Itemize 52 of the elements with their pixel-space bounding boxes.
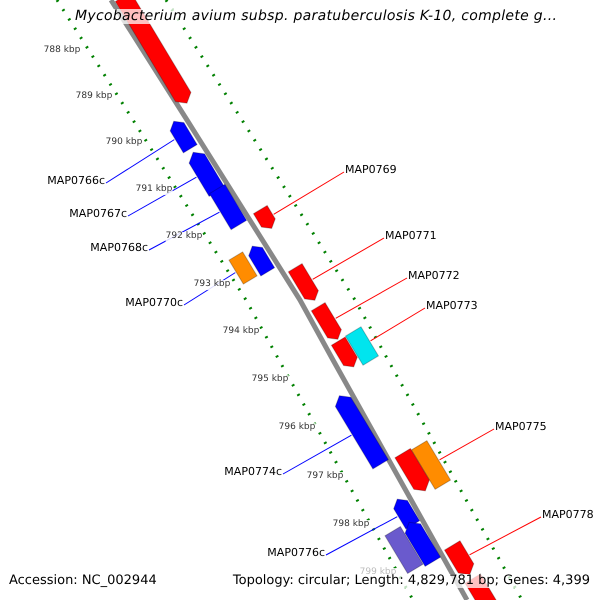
scale-label: 798 kbp [332,520,370,530]
gene-feature [444,540,474,576]
scale-label: 790 kbp [106,138,142,148]
gene-label: MAP0776c [267,546,325,560]
leader-line [282,434,352,474]
leader-line [106,139,175,184]
scale-label: 789 kbp [76,92,112,102]
scale-label: 793 kbp [194,280,230,290]
gene-label: MAP0767c [69,208,127,220]
gene-feature [393,498,420,530]
scale-label: 788 kbp [44,46,80,56]
gene-label: MAP0775 [495,420,547,434]
gene-feature [330,336,358,368]
scale-label: 791 kbp [136,185,172,195]
gene-feature [252,204,276,229]
genome-summary-text: Topology: circular; Length: 4,829,781 bp; Genes: 4,399 [232,574,590,588]
gene-label: MAP0766c [47,174,105,188]
gene-feature [188,152,226,198]
gene-block [344,326,380,366]
title: Mycobacterium avium subsp. paratuberculosis K-10, complete g... [75,9,558,24]
scale-label: 797 kbp [306,472,344,482]
accession-text: Accession: NC_002944 [9,574,157,588]
leader-line [273,172,344,215]
gene-feature [170,120,198,154]
leader-line [335,278,408,319]
gene-block [208,184,248,230]
leader-line [370,308,426,342]
gene-label: MAP0768c [90,242,148,254]
gene-feature [334,395,389,470]
gene-label: MAP0769 [345,164,397,176]
gene-label: MAP0773 [426,300,478,312]
leader-line [128,176,197,216]
gene-block [410,440,452,490]
gene-label: MAP0770c [125,296,183,310]
leader-line [312,238,384,280]
scale-label: 795 kbp [252,375,288,385]
scale-label: 792 kbp [166,232,202,242]
gene-label: MAP0772 [408,270,460,282]
gene-feature [394,448,430,492]
gene-feature [248,246,276,277]
scale-label: 796 kbp [278,423,316,433]
gene-feature [288,262,319,301]
gene-block [228,251,258,285]
scale-label: 794 kbp [222,327,260,337]
leader-line [326,516,398,556]
leader-line [439,428,494,460]
gene-label: MAP0771 [385,230,437,242]
leader-line [469,516,542,556]
gene-feature [404,522,442,568]
gene-feature [310,302,342,340]
gene-label: MAP0774c [224,466,282,478]
gene-label: MAP0778 [542,508,594,522]
